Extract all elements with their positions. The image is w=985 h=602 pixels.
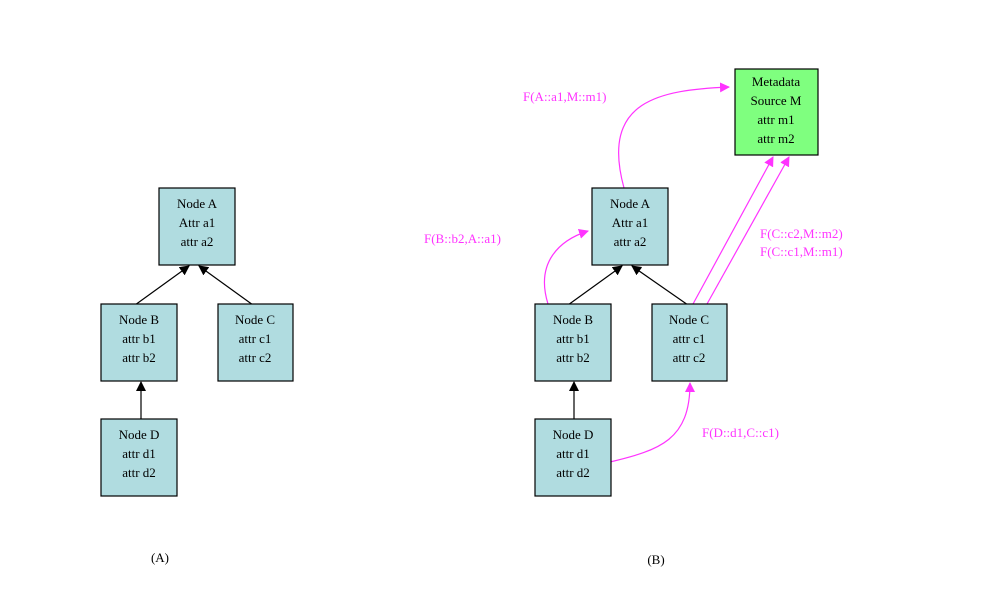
mapping-c-to-m-2 [706, 156, 790, 305]
edge-c-to-a [198, 265, 254, 306]
node-b-title: Node B [553, 312, 593, 327]
node-d-attr-2: attr d2 [122, 465, 156, 480]
metadata-attr-2: attr m2 [757, 131, 794, 146]
mapping-b-to-a [543, 228, 589, 305]
node-d: Node D attr d1 attr d2 [100, 418, 178, 497]
node-c-attr-1: attr c1 [239, 331, 272, 346]
mapping-a-to-m [618, 82, 730, 189]
node-b-attr-1: attr b1 [556, 331, 590, 346]
node-a-box [158, 187, 236, 266]
metadata-attr-1: attr m1 [757, 112, 794, 127]
node-a-title: Node A [177, 196, 218, 211]
node-c-title: Node C [235, 312, 275, 327]
node-a-box [591, 187, 669, 266]
node-a: Node A Attr a1 attr a2 [158, 187, 236, 266]
edge-b-to-a [134, 265, 190, 306]
node-d-attr-1: attr d1 [122, 446, 156, 461]
node-c-attr-2: attr c2 [673, 350, 706, 365]
node-c-box [217, 303, 294, 382]
mapping-label-c-to-m-2: F(C::c2,M::m2) [760, 226, 843, 241]
node-a-attr-2: attr a2 [614, 234, 647, 249]
metadata-title: Metadata [752, 74, 801, 89]
node-a: Node A Attr a1 attr a2 [591, 187, 669, 266]
metadata-subtitle: Source M [751, 93, 802, 108]
panel-a: Node A Attr a1 attr a2 Node B attr b1 at… [100, 187, 294, 565]
node-d-box [534, 418, 612, 497]
node-d-title: Node D [119, 427, 160, 442]
mapping-label-c-to-m-1: F(C::c1,M::m1) [760, 244, 843, 259]
node-a-attr-1: Attr a1 [612, 215, 648, 230]
node-c-box [651, 303, 728, 382]
node-b: Node B attr b1 attr b2 [100, 303, 178, 382]
mapping-c-to-m-1 [692, 156, 774, 305]
node-c-title: Node C [669, 312, 709, 327]
mapping-label-b-to-a: F(B::b2,A::a1) [424, 231, 501, 246]
node-metadata-source-m: Metadata Source M attr m1 attr m2 [734, 68, 819, 156]
node-a-title: Node A [610, 196, 651, 211]
panel-b-caption: (B) [647, 552, 664, 567]
node-d: Node D attr d1 attr d2 [534, 418, 612, 497]
node-a-attr-1: Attr a1 [179, 215, 215, 230]
node-c-attr-1: attr c1 [673, 331, 706, 346]
edge-b-to-a [567, 265, 623, 306]
edge-c-to-a [631, 265, 689, 306]
node-b-attr-2: attr b2 [122, 350, 156, 365]
node-d-attr-2: attr d2 [556, 465, 590, 480]
node-b: Node B attr b1 attr b2 [534, 303, 612, 382]
panel-a-caption: (A) [151, 550, 169, 565]
node-c-attr-2: attr c2 [239, 350, 272, 365]
node-d-title: Node D [553, 427, 594, 442]
node-b-attr-2: attr b2 [556, 350, 590, 365]
panel-b: F(A::a1,M::m1) F(B::b2,A::a1) F(C::c2,M:… [424, 68, 843, 567]
node-d-box [100, 418, 178, 497]
node-b-box [534, 303, 612, 382]
mapping-label-a-to-m: F(A::a1,M::m1) [523, 89, 606, 104]
node-b-attr-1: attr b1 [122, 331, 156, 346]
mapping-label-d-to-c: F(D::d1,C::c1) [702, 425, 779, 440]
mapping-d-to-c [609, 382, 695, 463]
metadata-box [734, 68, 819, 156]
node-a-attr-2: attr a2 [181, 234, 214, 249]
node-d-attr-1: attr d1 [556, 446, 590, 461]
node-c: Node C attr c1 attr c2 [217, 303, 294, 382]
node-c: Node C attr c1 attr c2 [651, 303, 728, 382]
node-b-title: Node B [119, 312, 159, 327]
node-b-box [100, 303, 178, 382]
